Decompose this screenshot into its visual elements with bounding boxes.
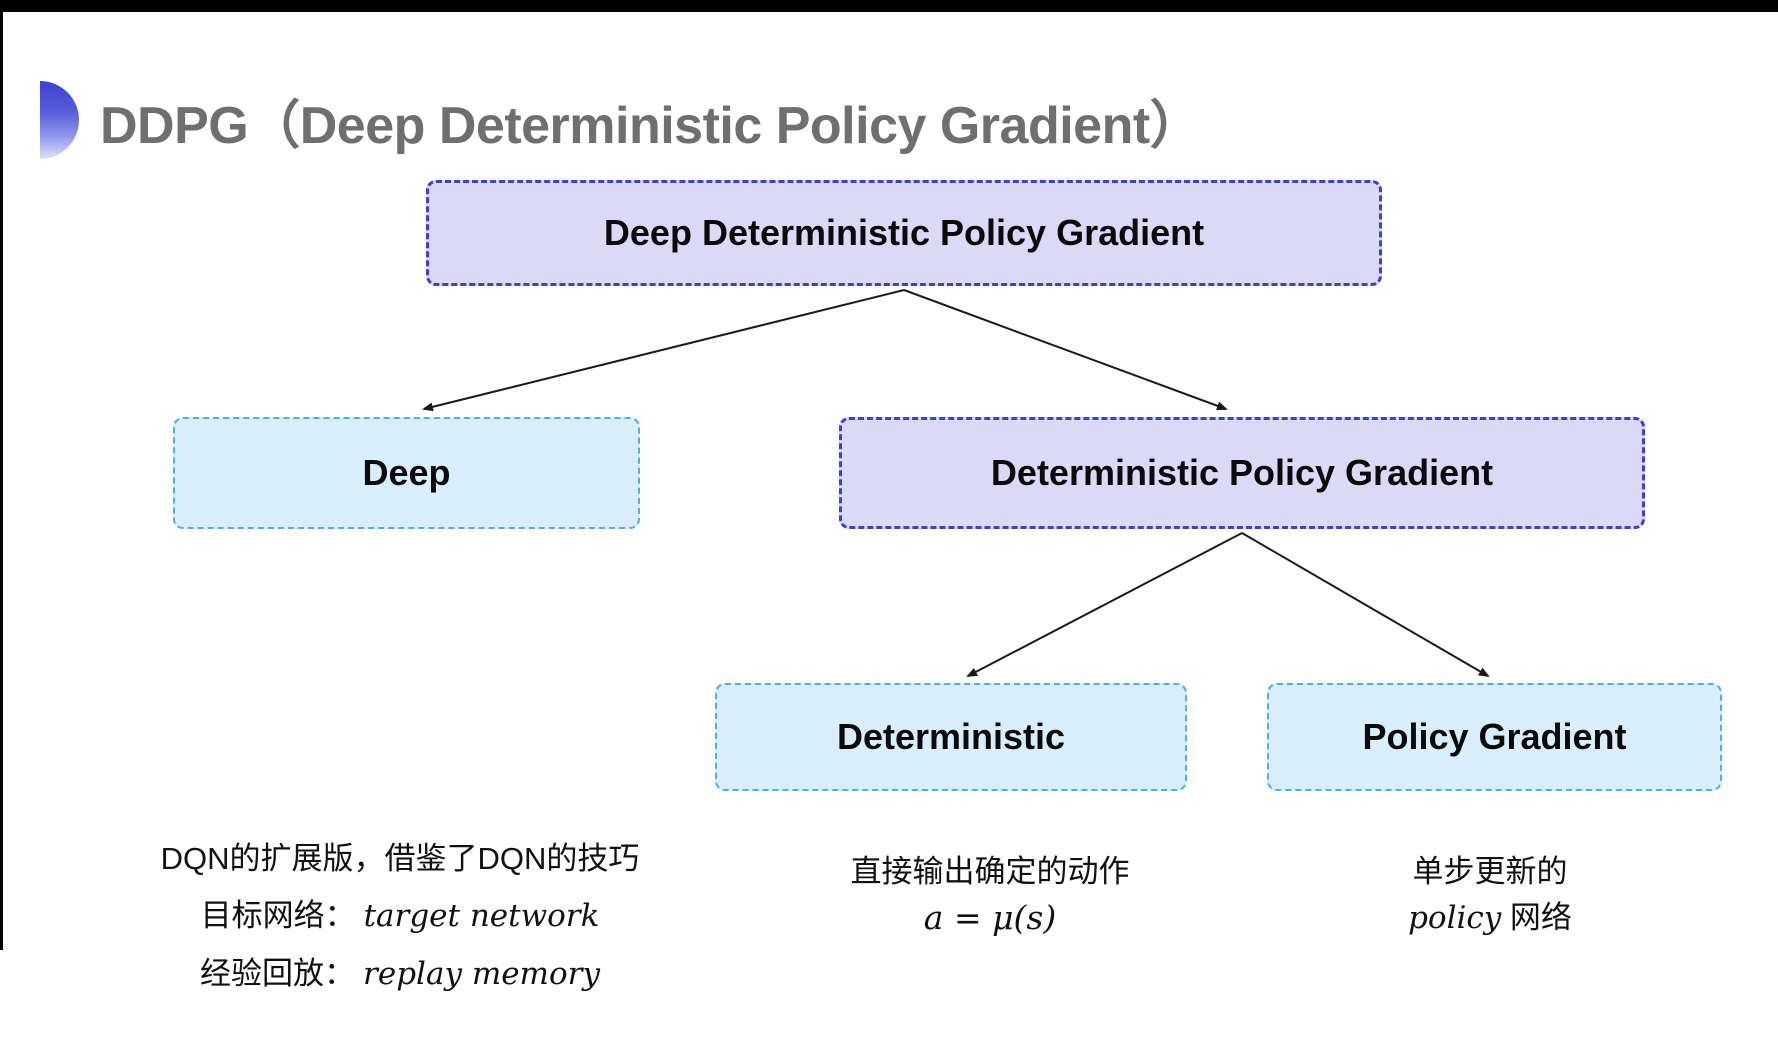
node-deterministic: Deterministic <box>715 683 1187 791</box>
note-deterministic-formula: a = μ(s) <box>923 898 1057 937</box>
arrow-dpg-to-policy-gradient <box>1241 532 1490 678</box>
node-deep-label: Deep <box>362 452 451 493</box>
arrow-root-to-deep <box>422 289 905 412</box>
arrow-dpg-to-deterministic <box>966 532 1243 677</box>
note-policy-gradient-line1: 单步更新的 <box>1412 854 1568 889</box>
note-policy-gradient-line2: policy 网络 <box>1290 895 1690 941</box>
note-policy-gradient: 单步更新的 policy 网络 <box>1290 849 1690 941</box>
note-deep: DQN的扩展版，借鉴了DQN的技巧 目标网络：target network 经验… <box>140 830 660 1003</box>
note-deterministic-line1: 直接输出确定的动作 <box>850 854 1130 889</box>
node-root: Deep Deterministic Policy Gradient <box>426 180 1382 286</box>
note-deep-line1: DQN的扩展版，借鉴了DQN的技巧 <box>160 841 640 876</box>
target-network-en: target network <box>363 898 600 934</box>
node-root-label: Deep Deterministic Policy Gradient <box>603 212 1205 253</box>
replay-memory-en: replay memory <box>363 956 600 992</box>
left-border <box>0 0 3 950</box>
policy-word-zh: 网络 <box>1509 900 1572 935</box>
node-policy-gradient: Policy Gradient <box>1267 683 1722 791</box>
node-policy-gradient-label: Policy Gradient <box>1362 716 1627 757</box>
node-deterministic-label: Deterministic <box>836 716 1066 757</box>
note-deterministic: 直接输出确定的动作 a = μ(s) <box>790 849 1190 941</box>
target-network-zh: 目标网络： <box>200 898 356 933</box>
replay-memory-zh: 经验回放： <box>200 956 356 991</box>
note-deep-line2: 目标网络：target network <box>140 887 660 945</box>
arrow-root-to-dpg <box>903 289 1228 411</box>
top-border <box>0 0 1778 12</box>
bullet-semicircle-icon <box>40 81 79 159</box>
slide-title: DDPG（Deep Deterministic Policy Gradient） <box>100 97 1202 155</box>
note-deep-line3: 经验回放：replay memory <box>140 945 660 1003</box>
node-dpg-label: Deterministic Policy Gradient <box>990 452 1494 493</box>
node-deep: Deep <box>173 417 640 529</box>
node-deterministic-policy-gradient: Deterministic Policy Gradient <box>839 417 1645 529</box>
policy-word-en: policy <box>1408 900 1502 936</box>
